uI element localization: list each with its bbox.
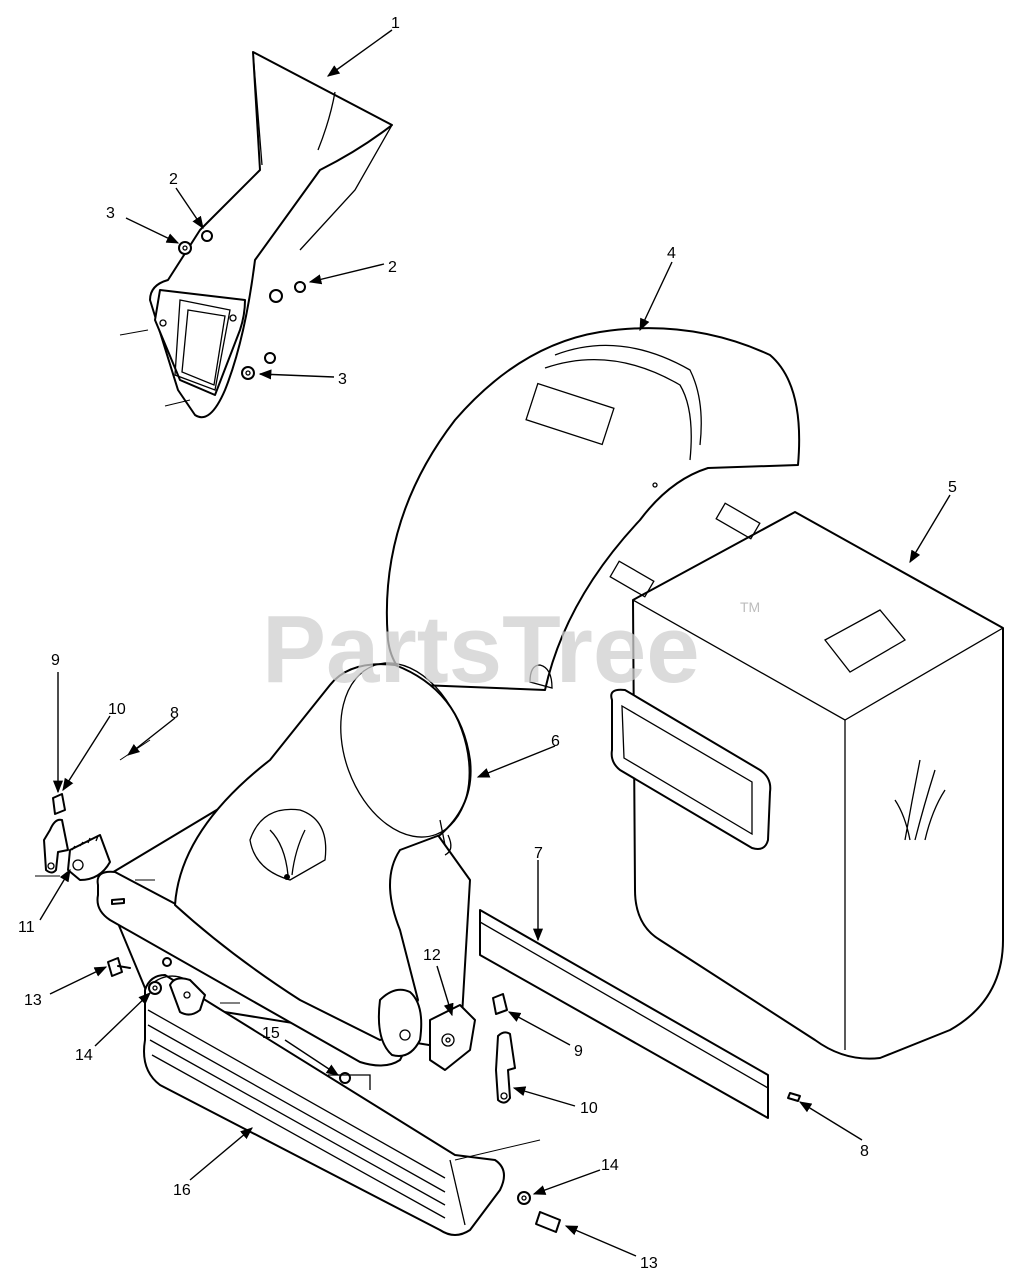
part-4-cover (385, 327, 801, 691)
watermark-trademark: TM (740, 599, 760, 615)
callout-14: 14 (601, 1157, 619, 1174)
callout-2: 2 (388, 259, 397, 276)
callout-8: 8 (170, 705, 179, 722)
misc-hardware (107, 957, 801, 1233)
part-7-strip (479, 909, 769, 1119)
callout-16: 16 (173, 1182, 191, 1199)
callout-2: 2 (169, 171, 178, 188)
centerlines (119, 329, 541, 1161)
right-bracket-hardware (429, 993, 516, 1104)
callout-10: 10 (108, 701, 126, 718)
callout-12: 12 (423, 947, 441, 964)
part-5-bag (609, 502, 1004, 1060)
callout-11: 11 (18, 919, 35, 936)
callout-10: 10 (580, 1100, 598, 1117)
leader-lines (39, 29, 951, 1257)
callout-13: 13 (24, 992, 42, 1009)
callout-3: 3 (106, 205, 115, 222)
part-16-lower-housing (143, 974, 505, 1236)
callout-8: 8 (860, 1143, 869, 1160)
callout-15: 15 (262, 1025, 280, 1042)
callout-7: 7 (534, 845, 543, 862)
watermark: PartsTree TM (262, 596, 760, 703)
callout-6: 6 (551, 733, 560, 750)
callout-14: 14 (75, 1047, 93, 1064)
callout-9: 9 (51, 652, 60, 669)
callout-labels: 1 2 3 2 3 4 5 9 10 8 6 7 11 12 13 14 15 … (18, 15, 957, 1272)
callout-3: 3 (338, 371, 347, 388)
callout-9: 9 (574, 1043, 583, 1060)
callout-5: 5 (948, 479, 957, 496)
watermark-brand: PartsTree (262, 596, 700, 703)
callout-13: 13 (640, 1255, 658, 1272)
callout-1: 1 (391, 15, 400, 32)
part-1-chute (149, 51, 393, 419)
callout-4: 4 (667, 245, 676, 262)
hardware-2-3 (178, 230, 306, 380)
part-6-housing (96, 662, 472, 1067)
left-bracket-hardware (35, 793, 125, 905)
